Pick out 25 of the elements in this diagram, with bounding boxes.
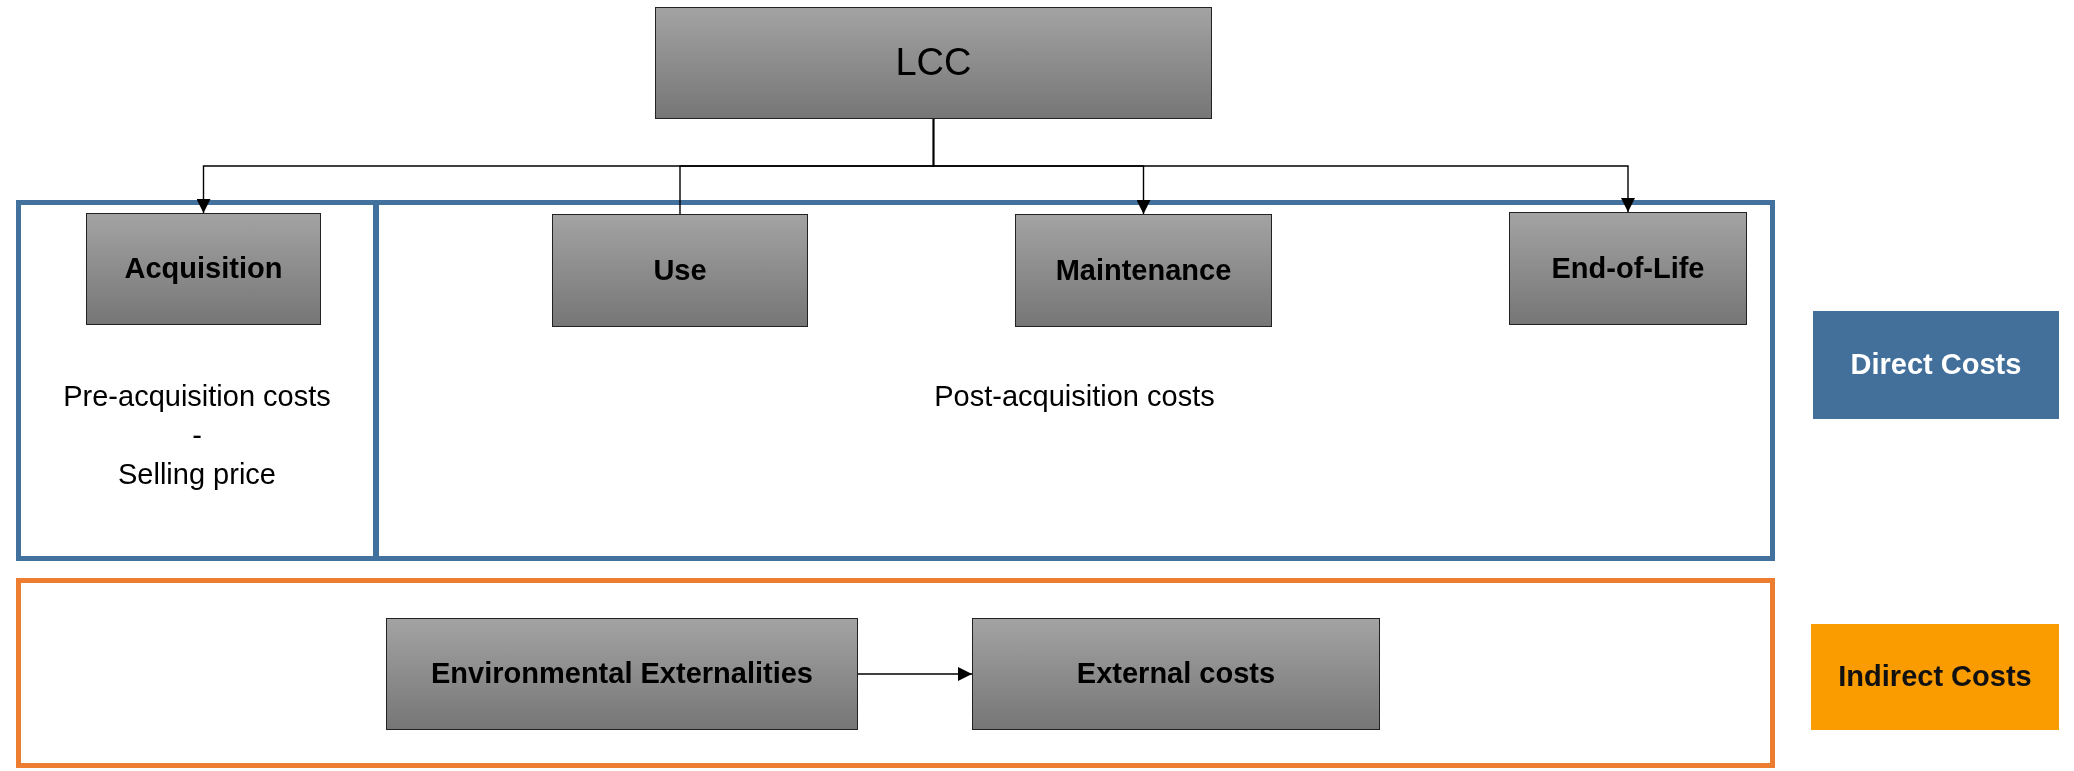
root-box xyxy=(655,7,1212,119)
arrow xyxy=(932,118,1635,213)
node-text: Indirect Costs xyxy=(1838,659,2032,695)
node-text: Selling price xyxy=(118,457,276,493)
category-tag xyxy=(1813,311,2059,419)
node-text: End-of-Life xyxy=(1551,250,1705,286)
node-text: LCC xyxy=(895,40,972,86)
node-text: External costs xyxy=(1076,656,1276,692)
arrow xyxy=(857,667,973,681)
category-tag xyxy=(1811,624,2059,730)
cost-box xyxy=(1509,212,1747,325)
node-text: Maintenance xyxy=(1055,252,1232,288)
cost-box xyxy=(86,213,321,325)
cost-box xyxy=(386,618,858,730)
node-text: Acquisition xyxy=(124,251,283,287)
node-text: Pre-acquisition costs xyxy=(63,379,331,414)
cost-box xyxy=(1015,214,1272,327)
cost-box xyxy=(972,618,1380,730)
node-text: - xyxy=(192,418,202,454)
node-text: Environmental Externalities xyxy=(431,656,813,692)
node-text: Post-acquisition costs xyxy=(934,379,1215,414)
cost-box xyxy=(552,214,808,327)
node-text: Use xyxy=(653,252,707,288)
cost-group-frame xyxy=(16,578,1775,768)
node-text: Direct Costs xyxy=(1850,347,2022,383)
